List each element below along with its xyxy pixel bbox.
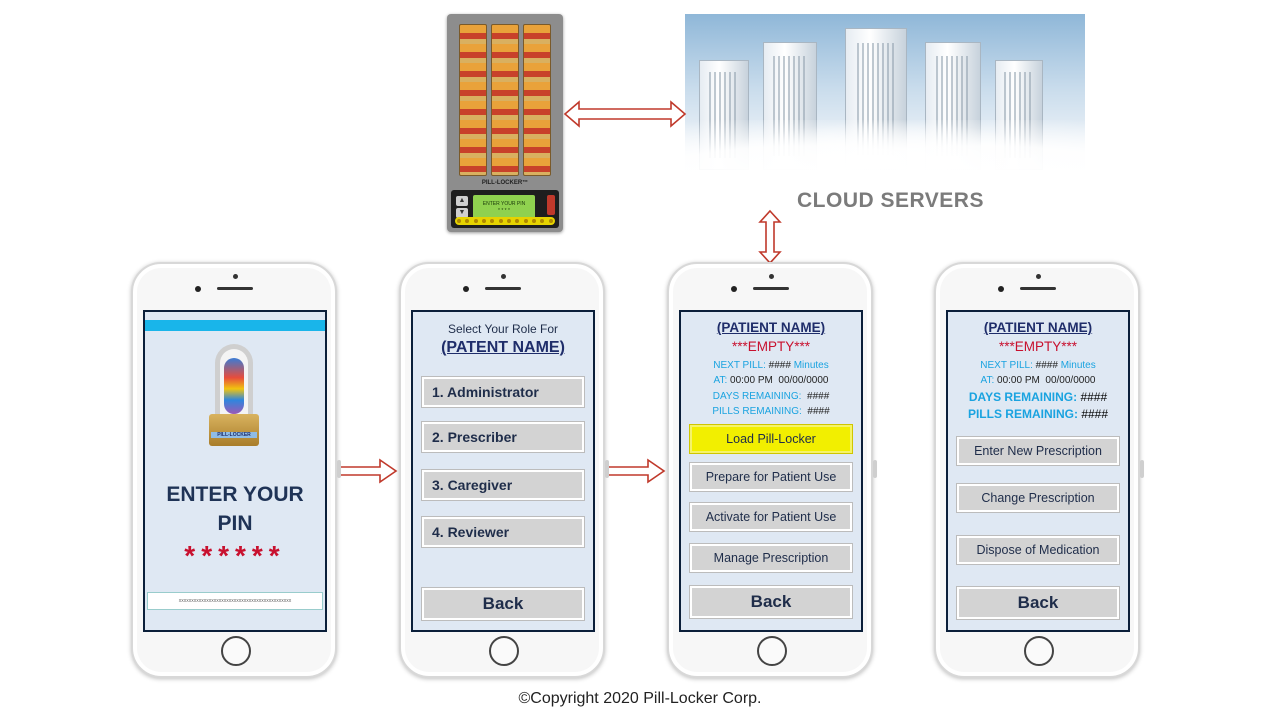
dispose-medication-button[interactable]: Dispose of Medication bbox=[956, 535, 1120, 565]
role-prescriber-button[interactable]: 2. Prescriber bbox=[421, 421, 585, 453]
enter-new-prescription-button[interactable]: Enter New Prescription bbox=[956, 436, 1120, 466]
back-button[interactable]: Back bbox=[421, 587, 585, 621]
role-caregiver-button[interactable]: 3. Caregiver bbox=[421, 469, 585, 501]
phone-prescription-manage: (PATIENT NAME) ***EMPTY*** NEXT PILL: ##… bbox=[934, 262, 1144, 678]
pill-compartment-grid bbox=[459, 24, 551, 176]
at-time: 00:00 PM bbox=[730, 375, 773, 386]
pills-remaining-row: PILLS REMAINING: #### bbox=[948, 407, 1128, 421]
role-heading: Select Your Role For bbox=[447, 322, 559, 336]
home-button[interactable] bbox=[221, 636, 251, 666]
pills-value: #### bbox=[807, 406, 830, 417]
days-value: #### bbox=[1080, 390, 1108, 404]
pill-locker-logo: PILL-LOCKER bbox=[209, 344, 259, 446]
pin-title-line1: ENTER YOUR bbox=[166, 483, 304, 506]
days-label: DAYS REMAINING: bbox=[712, 391, 802, 402]
role-administrator-button[interactable]: 1. Administrator bbox=[421, 376, 585, 408]
copyright-footer: ©Copyright 2020 Pill-Locker Corp. bbox=[518, 690, 762, 707]
phone-pin-entry: PILL-LOCKER ENTER YOUR PIN ****** xxxxxx… bbox=[131, 262, 341, 678]
pills-label: PILLS REMAINING: bbox=[712, 406, 802, 417]
back-button[interactable]: Back bbox=[956, 586, 1120, 620]
flow-arrow-1-icon bbox=[334, 458, 398, 484]
next-pill-label: NEXT PILL: bbox=[713, 360, 766, 371]
cloud-servers-label: CLOUD SERVERS bbox=[797, 189, 984, 212]
device-lcd-mask: * * * * bbox=[498, 208, 510, 214]
phone-screen: (PATIENT NAME) ***EMPTY*** NEXT PILL: ##… bbox=[679, 310, 863, 632]
logo-text: PILL-LOCKER bbox=[211, 432, 257, 438]
next-pill-unit: Minutes bbox=[1060, 360, 1096, 371]
phone-screen: (PATIENT NAME) ***EMPTY*** NEXT PILL: ##… bbox=[946, 310, 1130, 632]
pill-locker-device: PILL-LOCKER™ ▲ ▼ ENTER YOUR PIN * * * * bbox=[447, 14, 563, 232]
phone-screen: PILL-LOCKER ENTER YOUR PIN ****** xxxxxx… bbox=[143, 310, 327, 632]
next-pill-time-row: AT: 00:00 PM 00/00/0000 bbox=[681, 375, 861, 386]
pin-mask: ****** bbox=[184, 540, 286, 571]
pills-remaining-row: PILLS REMAINING: #### bbox=[681, 406, 861, 417]
phone-screen: Select Your Role For (PATENT NAME) 1. Ad… bbox=[411, 310, 595, 632]
prepare-patient-use-button[interactable]: Prepare for Patient Use bbox=[689, 462, 853, 492]
status-bar bbox=[145, 320, 325, 331]
patient-name: (PATIENT NAME) bbox=[983, 320, 1093, 335]
at-label: AT: bbox=[980, 375, 995, 386]
next-pill-label: NEXT PILL: bbox=[980, 360, 1033, 371]
patient-name: (PATIENT NAME) bbox=[716, 320, 826, 335]
phone-role-select: Select Your Role For (PATENT NAME) 1. Ad… bbox=[399, 262, 609, 678]
next-pill-unit: Minutes bbox=[793, 360, 829, 371]
phone-admin-actions: (PATIENT NAME) ***EMPTY*** NEXT PILL: ##… bbox=[667, 262, 877, 678]
pills-value: #### bbox=[1081, 407, 1109, 421]
device-control-panel: ▲ ▼ ENTER YOUR PIN * * * * bbox=[451, 190, 559, 228]
device-enter-key bbox=[547, 195, 555, 215]
device-cloud-sync-arrow-icon bbox=[563, 100, 687, 128]
pin-title: ENTER YOUR PIN bbox=[145, 480, 325, 538]
days-remaining-row: DAYS REMAINING: #### bbox=[948, 390, 1128, 404]
device-up-arrow-icon: ▲ bbox=[456, 196, 468, 206]
device-down-arrow-icon: ▼ bbox=[456, 208, 468, 218]
at-date: 00/00/0000 bbox=[778, 375, 829, 386]
next-pill-row: NEXT PILL: #### Minutes bbox=[948, 360, 1128, 371]
home-button[interactable] bbox=[1024, 636, 1054, 666]
patient-name: (PATENT NAME) bbox=[441, 339, 565, 356]
cloud-servers-image bbox=[685, 14, 1085, 180]
home-button[interactable] bbox=[757, 636, 787, 666]
pin-title-line2: PIN bbox=[217, 512, 253, 535]
flow-arrow-2-icon bbox=[602, 458, 666, 484]
load-pill-locker-button[interactable]: Load Pill-Locker bbox=[689, 424, 853, 454]
change-prescription-button[interactable]: Change Prescription bbox=[956, 483, 1120, 513]
at-label: AT: bbox=[713, 375, 728, 386]
device-brand-label: PILL-LOCKER™ bbox=[481, 180, 529, 186]
days-value: #### bbox=[807, 391, 830, 402]
back-button[interactable]: Back bbox=[689, 585, 853, 619]
role-reviewer-button[interactable]: 4. Reviewer bbox=[421, 516, 585, 548]
activate-patient-use-button[interactable]: Activate for Patient Use bbox=[689, 502, 853, 532]
home-button[interactable] bbox=[489, 636, 519, 666]
pin-input[interactable]: xxxxxxxxxxxxxxxxxxxxxxxxxxxxxxxxxxxxxxxx… bbox=[147, 592, 323, 610]
status-empty: ***EMPTY*** bbox=[998, 339, 1078, 354]
next-pill-value: #### bbox=[768, 360, 791, 371]
at-time: 00:00 PM bbox=[997, 375, 1040, 386]
manage-prescription-button[interactable]: Manage Prescription bbox=[689, 543, 853, 573]
next-pill-value: #### bbox=[1035, 360, 1058, 371]
device-lcd-display: ENTER YOUR PIN * * * * bbox=[473, 195, 535, 220]
pills-label: PILLS REMAINING: bbox=[967, 407, 1078, 421]
status-empty: ***EMPTY*** bbox=[731, 339, 811, 354]
next-pill-time-row: AT: 00:00 PM 00/00/0000 bbox=[948, 375, 1128, 386]
cloud-phone-sync-arrow-icon bbox=[758, 209, 782, 265]
next-pill-row: NEXT PILL: #### Minutes bbox=[681, 360, 861, 371]
device-keypad bbox=[455, 217, 555, 225]
at-date: 00/00/0000 bbox=[1045, 375, 1096, 386]
days-remaining-row: DAYS REMAINING: #### bbox=[681, 391, 861, 402]
device-lcd-prompt: ENTER YOUR PIN bbox=[482, 201, 526, 207]
days-label: DAYS REMAINING: bbox=[968, 390, 1078, 404]
